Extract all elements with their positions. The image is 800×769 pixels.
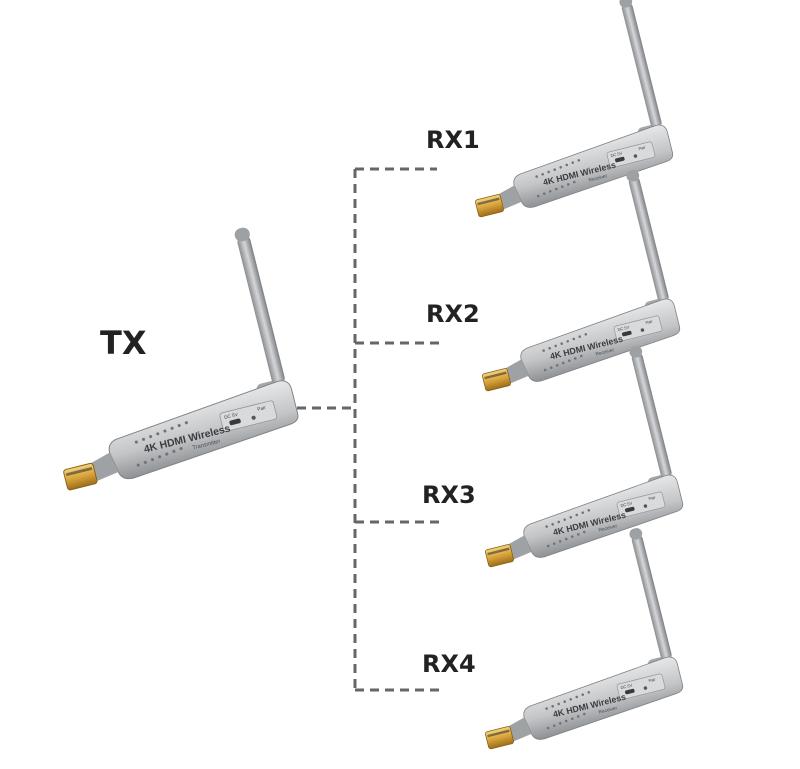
receiver-device-rx2: 4K HDMI Wireless Receiver DC 5V Pair [442, 167, 685, 395]
rx1-port-text: DC 5V [610, 150, 623, 158]
rx2-label: RX2 [426, 300, 480, 328]
rx1-sub-text: Receiver [588, 173, 608, 183]
rx3-label: RX3 [422, 481, 476, 509]
rx1-label: RX1 [426, 126, 480, 154]
rx4-label: RX4 [422, 650, 476, 678]
rx4-sub-text: Receiver [598, 705, 618, 715]
rx4-port-text: DC 5V [620, 682, 633, 690]
rx4-pair-text: Pair [648, 677, 657, 684]
tx-label: TX [100, 324, 147, 362]
receiver-device-rx3: 4K HDMI Wireless Receiver DC 5V Pair [445, 343, 688, 571]
connector-lines [282, 167, 441, 692]
rx2-port-text: DC 5V [617, 324, 630, 332]
transmitter-device: 4K HDMI Wireless Transmitter DC 5V Pair [16, 225, 304, 495]
rx3-sub-text: Receiver [598, 523, 618, 533]
receiver-device-rx4: 4K HDMI Wireless Receiver DC 5V Pair [445, 525, 688, 753]
receiver-device-rx1: 4K HDMI Wireless Receiver DC 5V Pair [435, 0, 678, 221]
rx2-pair-text: Pair [645, 319, 654, 326]
rx3-port-text: DC 5V [620, 500, 633, 508]
rx3-pair-text: Pair [648, 495, 657, 502]
rx2-sub-text: Receiver [595, 347, 615, 357]
transmitter-pair-text: Pair [257, 405, 267, 413]
transmitter-port-text: DC 5V [224, 412, 240, 421]
rx1-pair-text: Pair [638, 145, 647, 152]
